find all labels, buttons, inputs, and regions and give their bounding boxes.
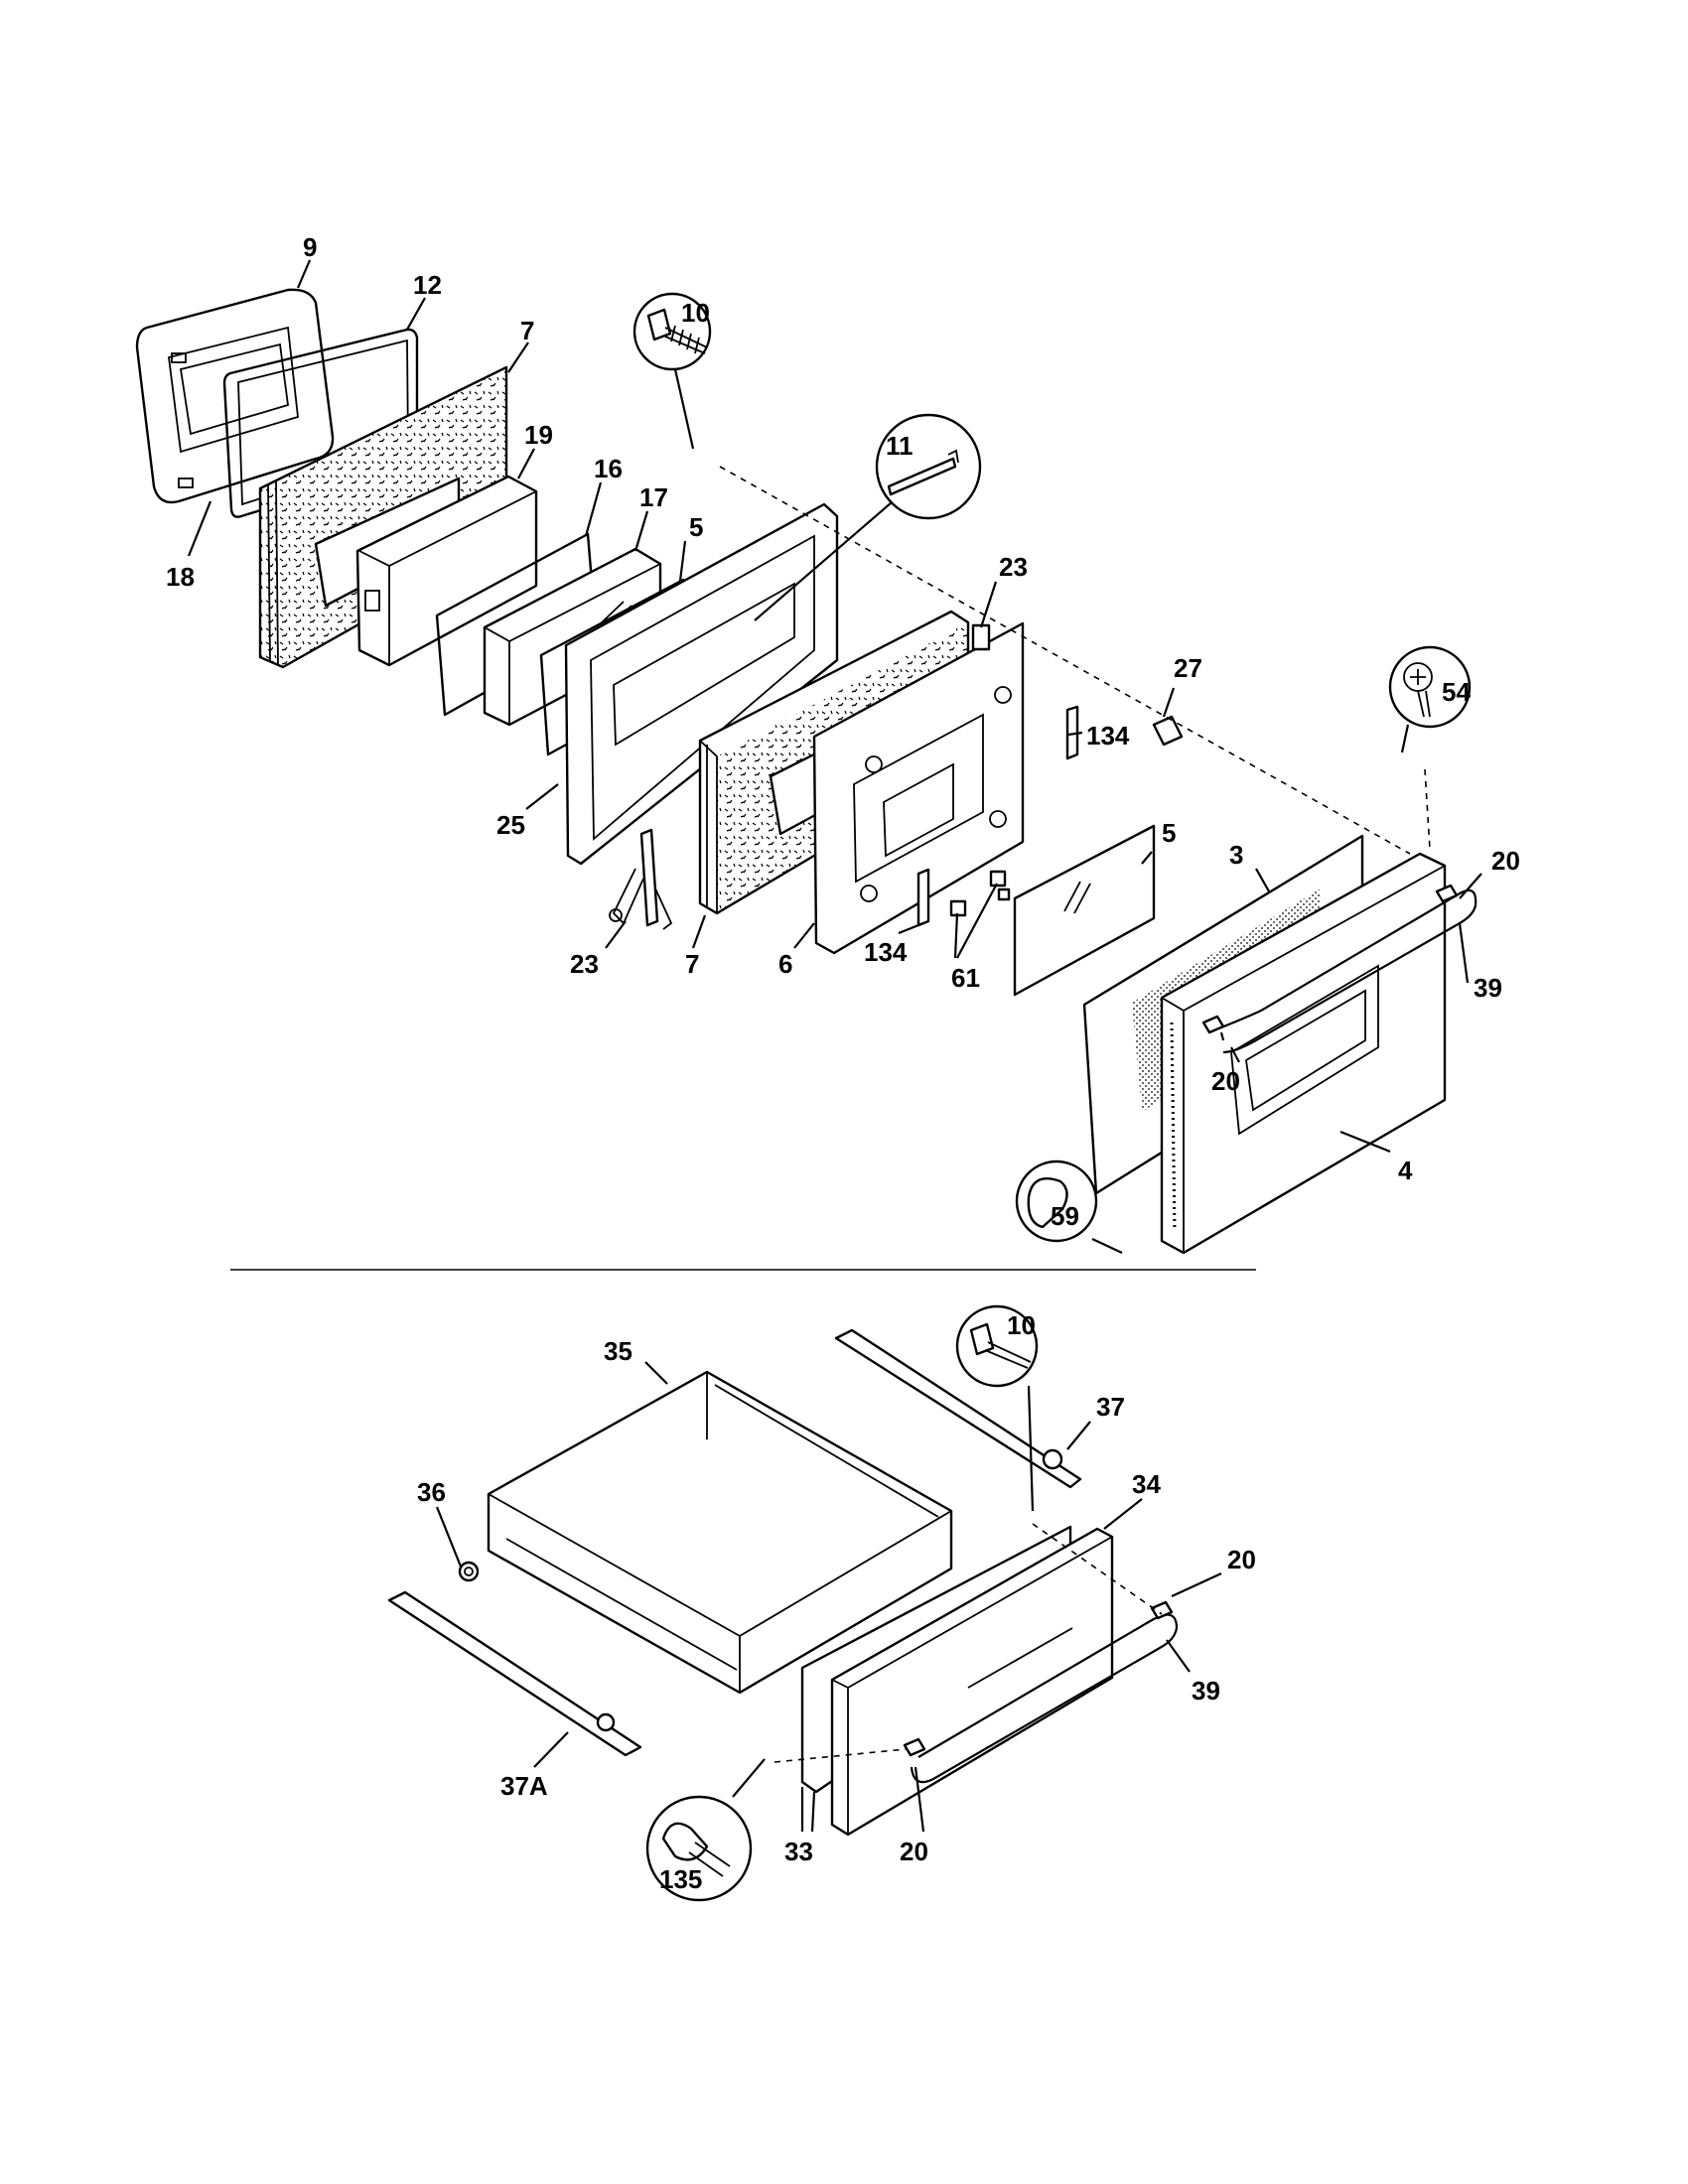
callout-5: 5 [1162,818,1176,848]
inset-10-screw-lower [955,1304,1039,1388]
callout-23: 23 [999,552,1028,582]
callout-36: 36 [417,1477,446,1507]
callout-19: 19 [524,420,553,450]
callout-33: 33 [784,1837,813,1866]
inset-10-screw-upper [633,292,712,371]
part-39-handle-upper [1220,888,1477,1054]
callout-61: 61 [951,963,980,993]
callout-54: 54 [1442,677,1471,707]
callout-20: 20 [1211,1066,1240,1096]
callout-39: 39 [1192,1676,1220,1706]
callout-135: 135 [659,1864,702,1894]
part-34-drawer-front [830,1527,1114,1837]
callout-18: 18 [166,562,195,592]
callout-34: 34 [1132,1469,1161,1499]
part-5-window-glass [1013,824,1156,997]
callout-27: 27 [1174,653,1202,683]
callout-labels: 9 12 7 19 16 17 5 18 10 11 23 27 54 134 … [166,232,1520,1894]
part-9-door-liner [135,288,335,504]
leader-lines-lower [435,1361,1222,1833]
callout-17: 17 [639,482,668,512]
callout-59: 59 [1051,1201,1079,1231]
part-37-slide-right [834,1328,1082,1489]
part-134-brackets [916,705,1079,927]
callout-25: 25 [496,810,525,840]
part-23-hinge-upper [971,623,991,651]
callout-37: 37 [1096,1392,1125,1422]
callout-5: 5 [689,512,703,542]
callout-7: 7 [520,316,534,345]
inset-135-bumper [645,1795,753,1902]
inset-11-bracket [875,413,982,520]
part-36-roller [458,1561,480,1582]
callout-10: 10 [1007,1310,1036,1340]
part-19-vent-duct [355,475,538,667]
callout-23: 23 [570,949,599,979]
callout-39: 39 [1474,973,1502,1003]
part-61-spacers [949,870,1011,917]
callout-10: 10 [681,298,710,328]
callout-37A: 37A [500,1771,548,1801]
callout-6: 6 [778,949,792,979]
callout-11: 11 [886,431,914,461]
part-25-door-frame [564,502,839,866]
part-35-drawer-box [487,1370,953,1695]
part-23-hinge-lower [609,828,673,930]
leader-lines-upper [187,259,1482,1254]
part-20-endcaps-upper [1201,884,1459,1034]
callout-7: 7 [685,949,699,979]
part-37a-slide-left [387,1590,642,1757]
callout-9: 9 [303,232,317,262]
inset-54-screw [1388,645,1472,729]
callout-16: 16 [594,454,623,483]
callout-134: 134 [864,937,908,967]
callout-20: 20 [1227,1545,1256,1574]
part-27-spacer-tube [1152,715,1184,747]
callout-35: 35 [604,1336,633,1366]
callout-4: 4 [1398,1156,1413,1185]
inset-59-knob [1015,1160,1098,1243]
callout-134: 134 [1086,721,1130,751]
callout-20: 20 [1491,846,1520,876]
callout-12: 12 [413,270,442,300]
part-4-outer-door [1160,852,1447,1255]
part-20-endcaps-lower [903,1600,1174,1757]
callout-3: 3 [1229,840,1243,870]
callout-20: 20 [900,1837,928,1866]
